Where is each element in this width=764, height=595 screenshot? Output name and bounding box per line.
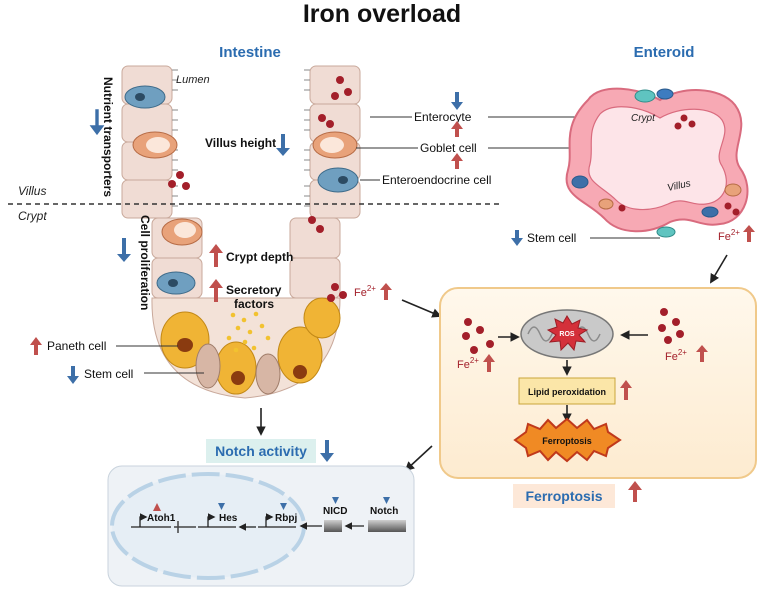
atoh1-label: Atoh1 (147, 513, 176, 524)
paneth-cell-label: Paneth cell (47, 339, 106, 353)
rbpj-down-arrow (280, 503, 287, 510)
iron-particles-right (658, 308, 684, 344)
lipid-peroxidation-up-arrow (620, 380, 632, 400)
crypt-depth-label: Crypt depth (226, 250, 293, 264)
villus-label: Villus (18, 184, 46, 198)
nicd-down-arrow (332, 497, 339, 504)
goblet-cell-label: Goblet cell (420, 141, 477, 155)
ros-label: ROS (559, 331, 575, 338)
crypt-label: Crypt (18, 209, 47, 223)
stem-cell-down-arrow (67, 366, 79, 384)
lipid-peroxidation-label: Lipid peroxidation (528, 387, 606, 397)
ferroptosis-label: Ferroptosis (525, 488, 602, 504)
secretory-factors-up-arrow (209, 279, 223, 302)
enteroid-to-ferroptosis-arrow (710, 254, 728, 284)
stem-cell-2 (255, 353, 281, 395)
fe-label-box-right: Fe2+ (665, 348, 687, 363)
enteroid-stem-cell-label: Stem cell (527, 231, 576, 245)
ferroptosis-burst-label: Ferroptosis (542, 436, 592, 446)
paneth-cell-3 (277, 326, 323, 384)
goblet-cell-up-arrow (451, 121, 463, 137)
villus-height-label: Villus height (205, 136, 276, 150)
intestine-crypt-villus (121, 65, 361, 399)
crypt-depth-up-arrow (209, 244, 223, 267)
notch-label: Notch (370, 506, 398, 517)
atoh1-up-arrow (153, 503, 161, 511)
notch-receptor (368, 520, 406, 532)
ros-burst (546, 315, 589, 352)
lumen-label: Lumen (176, 74, 210, 86)
ferroptosis-up-arrow (628, 481, 642, 502)
enteroid-villus-label: Villus (666, 178, 691, 194)
notch-down-arrow (383, 497, 390, 504)
enteroid-stem-cell-down-arrow (511, 230, 523, 246)
rbpj-gene (258, 513, 296, 528)
nutrient-transporters-label: Nutrient transporters (101, 77, 115, 197)
nicd-label: NICD (323, 506, 347, 517)
hes-down-arrow (218, 503, 225, 510)
figure-title: Iron overload (303, 0, 461, 28)
microvilli (172, 69, 310, 207)
enterocyte-down-arrow (451, 92, 463, 110)
atoh1-gene (131, 513, 196, 533)
cell-proliferation-label: Cell proliferation (138, 215, 152, 310)
paneth-cell-up-arrow (30, 337, 42, 355)
fe-label-box-left: Fe2+ (457, 356, 479, 371)
iron-particles-left (462, 318, 494, 354)
notch-activity-label: Notch activity (215, 443, 307, 459)
stem-cell-label: Stem cell (84, 367, 133, 381)
stem-cell-1 (195, 343, 221, 389)
notch-activity-down-arrow (320, 440, 334, 462)
secretory-factors-line1: Secretory (226, 283, 282, 297)
cell-proliferation-down-arrow (117, 238, 131, 262)
lipid-peroxidation-box (518, 377, 616, 405)
secretory-granules (226, 311, 271, 353)
fe-intestine-up-arrow (380, 283, 392, 300)
paneth-cell-4 (303, 297, 341, 339)
ferroptosis-burst (513, 417, 622, 463)
ferroptosis-to-nucleus-arrow (404, 445, 433, 472)
fe-label-enteroid: Fe2+ (718, 228, 740, 243)
nutrient-transporters-down-arrow (89, 109, 105, 136)
fe-enteroid-up-arrow (743, 225, 755, 242)
crypt-base (151, 297, 341, 399)
enteroendocrine-up-arrow (451, 153, 463, 169)
nicd-fragment (324, 520, 342, 532)
fe-label-intestine: Fe2+ (354, 284, 376, 299)
ferroptosis-label-bg (513, 484, 615, 508)
notch-activity-label-bg (206, 439, 316, 463)
enteroid-organoid (565, 87, 749, 238)
secretory-factors-line2: factors (234, 297, 274, 311)
hes-gene (198, 513, 236, 528)
enteroid-header: Enteroid (634, 44, 695, 61)
fe-box-right-up-arrow (696, 345, 708, 362)
fe-box-left-up-arrow (483, 354, 495, 372)
intestine-to-ferroptosis-arrow (401, 299, 442, 318)
iron-particles-intestine (168, 76, 352, 302)
rbpj-label: Rbpj (275, 513, 297, 524)
enterocyte-label: Enterocyte (414, 110, 472, 124)
enteroid-crypt-label: Crypt (631, 113, 656, 124)
villus-height-down-arrow (276, 134, 290, 156)
hes-label: Hes (219, 513, 238, 524)
intestine-header: Intestine (219, 44, 281, 61)
enteroendocrine-cell-label: Enteroendocrine cell (382, 173, 491, 187)
